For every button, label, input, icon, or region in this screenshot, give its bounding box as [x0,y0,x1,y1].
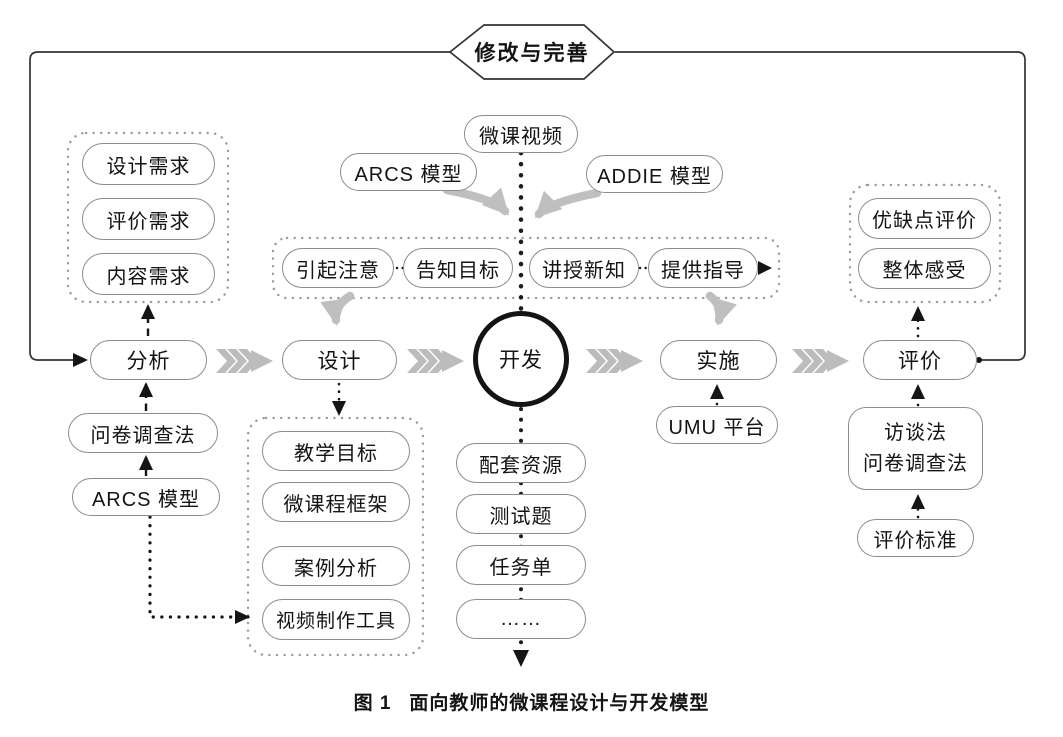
node-pros-cons-evaluation: 优缺点评价 [858,198,991,239]
node-evaluation-standard: 评价标准 [857,519,974,557]
node-test-questions: 测试题 [456,494,586,534]
node-inform-objectives: 告知目标 [403,248,513,288]
chevron-implement-evaluate [792,349,849,373]
stage-design: 设计 [282,340,397,380]
arcs-model-curved-arrow [442,185,510,216]
addie-model-curved-arrow [534,188,602,219]
node-teaching-objectives: 教学目标 [262,431,410,471]
design-outputs-group-box [246,416,425,657]
figure-caption: 图 1 面向教师的微课程设计与开发模型 [0,688,1063,715]
node-content-needs: 内容需求 [82,253,215,295]
feedback-hexagon-label: 修改与完善 [474,42,590,65]
node-arcs-model-left: ARCS 模型 [72,478,220,516]
events-to-implement-curved-arrow [705,291,737,326]
figure-caption-title: 面向教师的微课程设计与开发模型 [409,693,710,714]
node-video-tools: 视频制作工具 [262,599,410,640]
events-exit-arrow [758,261,772,275]
node-present-content: 讲授新知 [529,248,639,288]
node-design-needs: 设计需求 [82,143,215,185]
node-questionnaire-method: 问卷调查法 [68,413,218,453]
node-umu-platform: UMU 平台 [656,406,778,444]
node-gain-attention: 引起注意 [282,248,394,288]
node-micro-video: 微课视频 [464,115,578,153]
stage-analyze: 分析 [90,340,207,380]
node-case-analysis: 案例分析 [262,546,410,586]
stage-chevrons [216,349,849,373]
chevron-design-develop [407,349,464,373]
feedback-loop-start-dot [976,357,982,363]
arcs-to-video-tools-arrow [148,515,250,624]
node-arcs-model-top: ARCS 模型 [340,153,477,191]
node-microcourse-framework: 微课程框架 [262,482,410,522]
events-to-design-curved-arrow [320,291,355,326]
node-provide-guidance: 提供指导 [648,248,758,288]
node-more-outputs-ellipsis: …… [456,599,586,639]
feedback-loop-right-line [615,51,1026,361]
node-evaluation-methods: 访谈法 问卷调查法 [848,407,983,490]
chevron-analyze-design [216,349,273,373]
node-task-sheet: 任务单 [456,545,586,585]
node-evaluation-needs: 评价需求 [82,198,215,240]
develop-outputs-down-arrow [513,650,529,667]
stage-implement: 实施 [660,340,777,380]
node-supporting-resources: 配套资源 [456,443,586,483]
feedback-hexagon [448,24,616,80]
evaluation-aspects-group-box [848,183,1002,304]
stage-evaluate: 评价 [863,340,977,380]
feedback-loop-left-line [29,51,450,367]
evaluation-method-interview: 访谈法 [884,421,947,444]
evaluation-method-questionnaire: 问卷调查法 [863,452,968,475]
stage-develop: 开发 [473,311,569,407]
figure-caption-number: 图 1 [353,693,392,714]
teaching-events-group-box [271,236,781,300]
analysis-needs-group-box [66,131,230,304]
node-addie-model: ADDIE 模型 [586,155,723,193]
node-overall-impression: 整体感受 [858,248,991,289]
chevron-develop-implement [586,349,643,373]
